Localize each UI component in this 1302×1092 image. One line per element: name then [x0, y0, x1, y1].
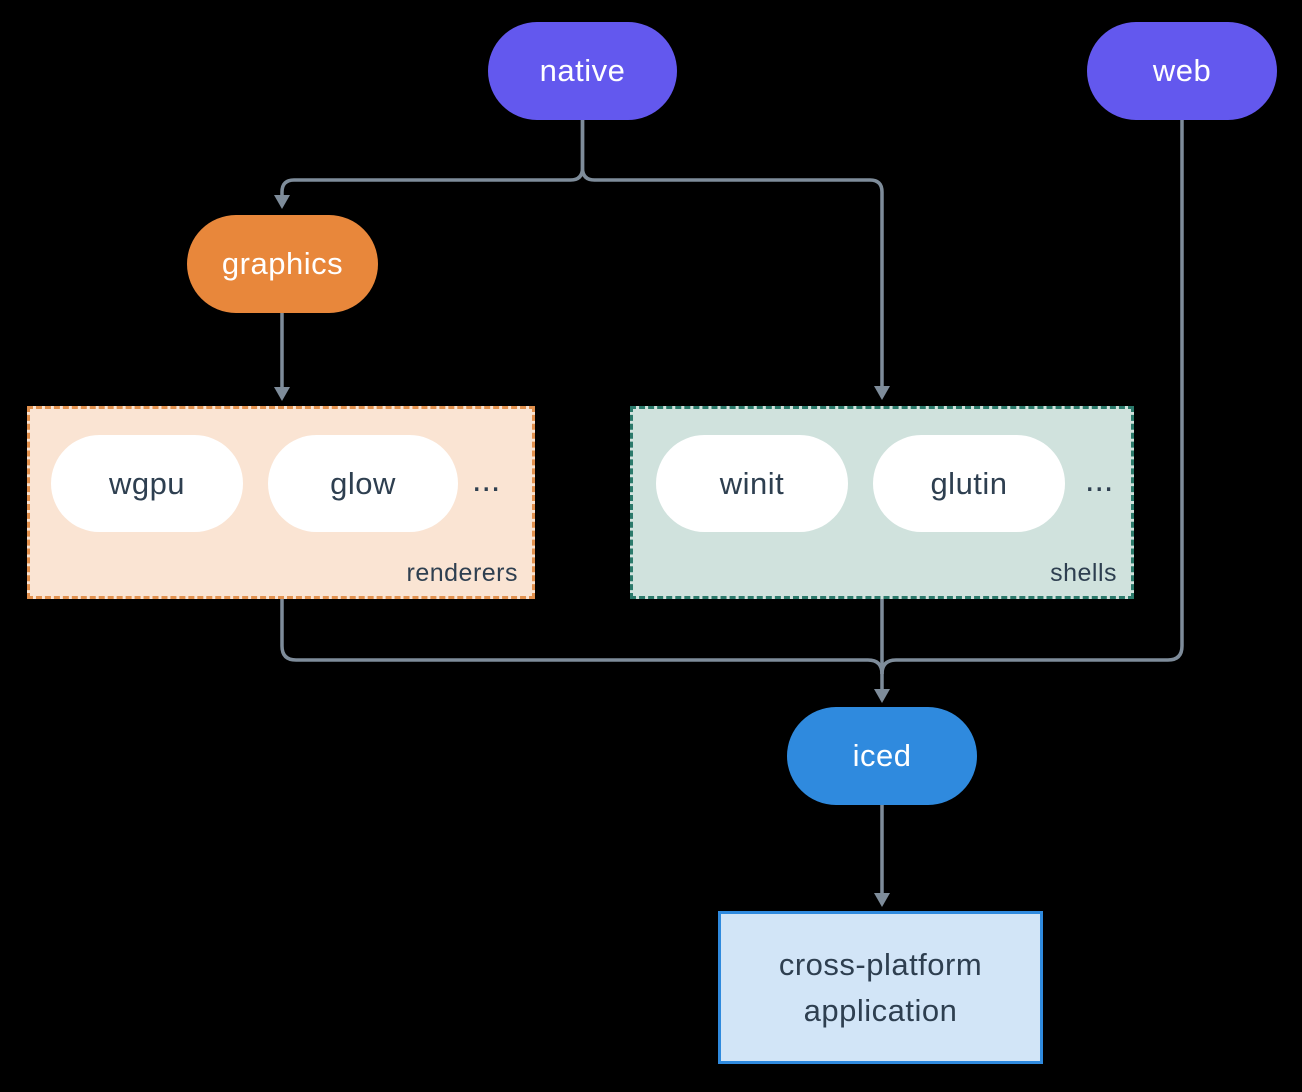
node-application-line2: application — [803, 992, 958, 1028]
node-winit: winit — [656, 435, 848, 532]
node-winit-label: winit — [719, 465, 785, 501]
node-graphics: graphics — [187, 215, 378, 313]
node-wgpu-label: wgpu — [108, 465, 186, 501]
shells-ellipsis: ... — [1085, 461, 1114, 499]
arrowhead-graphics — [274, 195, 290, 209]
edge-native-graphics — [280, 120, 585, 195]
node-wgpu: wgpu — [51, 435, 243, 532]
node-iced: iced — [787, 707, 977, 805]
arrowhead-application — [874, 893, 890, 907]
edge-native-shells — [580, 120, 884, 386]
node-glow: glow — [268, 435, 458, 532]
group-renderers: wgpu glow ... renderers — [27, 406, 535, 599]
node-native-label: native — [539, 53, 626, 88]
node-glutin: glutin — [873, 435, 1065, 532]
node-glow-label: glow — [330, 465, 396, 501]
node-web: web — [1087, 22, 1277, 120]
node-application-line1: cross-platform — [778, 946, 983, 982]
node-web-label: web — [1152, 53, 1212, 88]
arrowhead-shells — [874, 386, 890, 400]
node-iced-label: iced — [852, 738, 912, 773]
node-graphics-label: graphics — [221, 246, 344, 281]
arrowhead-iced — [874, 689, 890, 703]
group-shells: winit glutin ... shells — [630, 406, 1134, 599]
node-application: cross-platform application — [718, 911, 1043, 1064]
renderers-ellipsis: ... — [472, 461, 501, 499]
group-shells-label: shells — [1050, 559, 1117, 587]
node-native: native — [488, 22, 677, 120]
node-glutin-label: glutin — [930, 465, 1008, 501]
group-renderers-label: renderers — [406, 559, 518, 587]
arrowhead-renderers — [274, 387, 290, 401]
edge-renderers-iced — [280, 599, 884, 675]
